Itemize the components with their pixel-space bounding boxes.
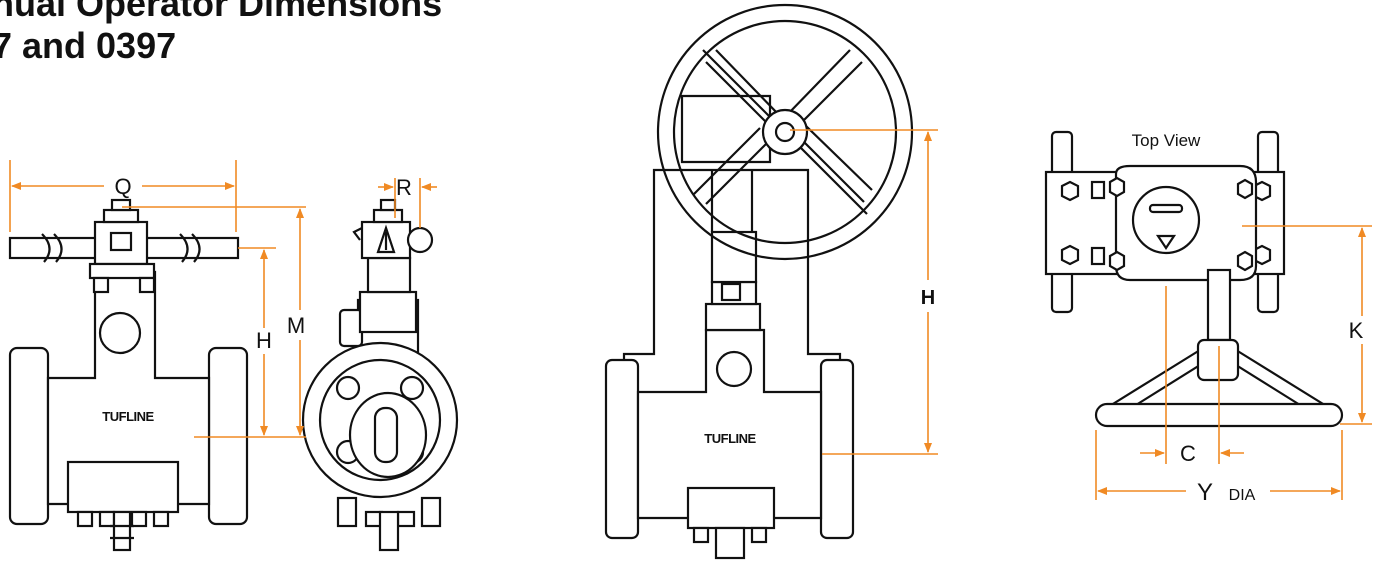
dim-label-k: K <box>1349 318 1364 343</box>
brand-logo-side: TUFLINE <box>102 409 154 424</box>
top-view <box>1044 130 1344 428</box>
gear-operator-view <box>604 3 914 560</box>
end-view <box>301 198 459 552</box>
dim-label-r: R <box>396 175 412 200</box>
dim-label-c: C <box>1180 441 1196 466</box>
dim-label-y: Y <box>1197 479 1213 506</box>
dim-label-h-side: H <box>256 328 272 353</box>
page-title-line-2: 7 and 0397 <box>0 25 177 66</box>
dim-label-q: Q <box>114 174 131 199</box>
dimension-lines <box>9 129 1372 500</box>
dim-label-h-gear: H <box>921 287 935 309</box>
page-title-line-1: nual Operator Dimensions <box>0 0 443 24</box>
dim-label-y-suffix: DIA <box>1229 487 1256 504</box>
dim-label-m: M <box>287 313 305 338</box>
side-lever-view <box>8 198 249 552</box>
top-view-label: Top View <box>1132 131 1201 150</box>
brand-logo-gear: TUFLINE <box>704 431 756 446</box>
